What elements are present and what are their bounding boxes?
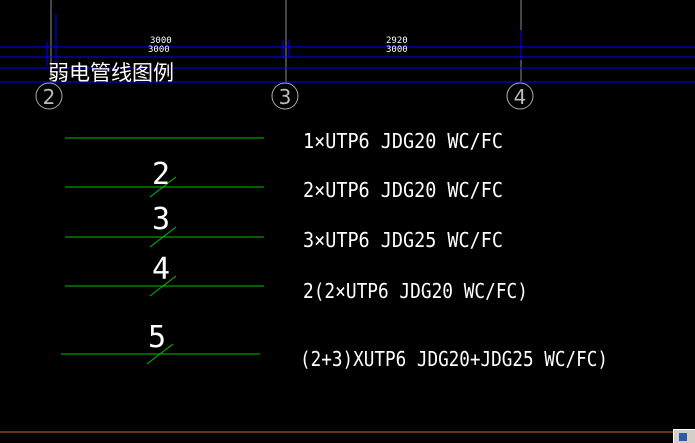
axis-labels: 2 3 4 [43,85,527,109]
legend-count: 3 [152,202,170,237]
dim-top-1: 3000 [150,36,172,46]
legend-label: 2(2×UTP6 JDG20 WC/FC) [303,279,528,303]
zoom-window-button[interactable] [673,429,695,443]
legend-label: 3×UTP6 JDG25 WC/FC [303,228,503,252]
legend-tick [146,343,174,365]
legend-label: 1×UTP6 JDG20 WC/FC [303,129,503,153]
dimension-texts: 3000 3000 2920 3000 [148,36,408,55]
legend-tick [149,275,177,297]
axis-bubble-2 [35,82,63,110]
legend-count: 2 [152,157,170,192]
legend-label: (2+3)XUTP6 JDG20+JDG25 WC/FC) [300,347,608,371]
dim-bottom-1: 3000 [148,45,170,55]
zoom-window-icon [679,433,687,441]
axis-bubbles [35,82,534,110]
axis-bubble-3 [271,82,299,110]
legend-tick [149,226,177,248]
axis-label-3: 3 [279,85,292,109]
legend-tick [149,176,177,198]
legend-label: 2×UTP6 JDG20 WC/FC [303,178,503,202]
dim-bottom-2: 3000 [386,45,408,55]
axis-bubble-4 [506,82,534,110]
dimension-lines [0,14,695,83]
legend-count: 5 [148,320,166,355]
legend-count: 4 [152,252,170,287]
drawing-title: 弱电管线图例 [48,61,174,85]
legend: 1×UTP6 JDG20 WC/FC 2 2×UTP6 JDG20 WC/FC … [61,129,608,371]
dim-top-2: 2920 [386,36,408,46]
axis-label-2: 2 [43,85,56,109]
axis-label-4: 4 [514,85,527,109]
